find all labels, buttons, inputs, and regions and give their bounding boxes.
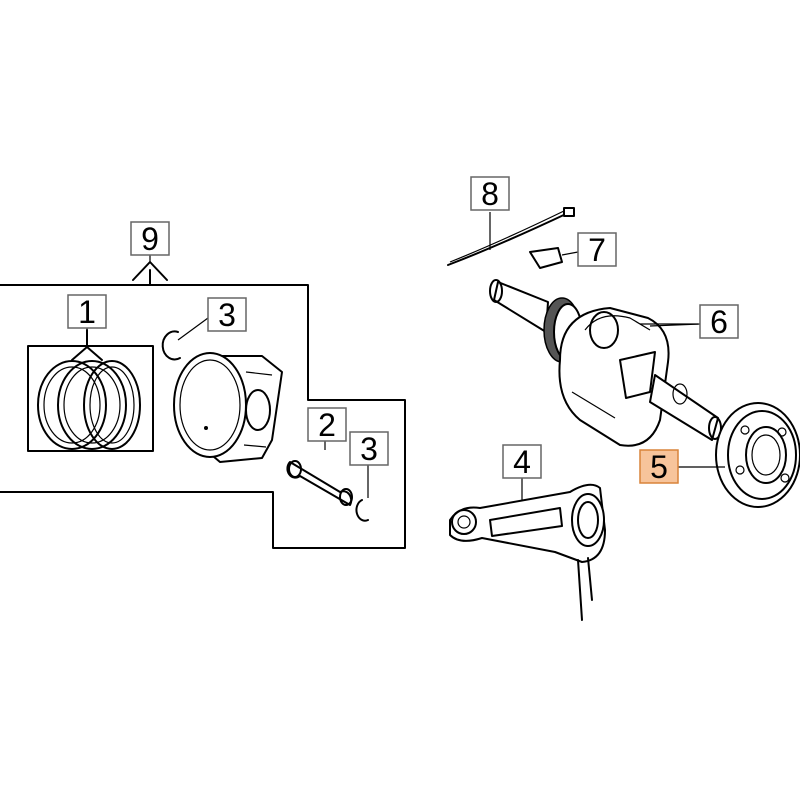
callout-6-label: 6 — [710, 304, 728, 340]
circlip-bottom — [355, 465, 369, 522]
callout-9-label: 9 — [141, 221, 159, 257]
callout-3-top-label: 3 — [218, 297, 236, 333]
connecting-rod — [449, 478, 606, 621]
callout-5-label: 5 — [650, 449, 668, 485]
piston — [173, 352, 283, 463]
callout-3-bottom-label: 3 — [360, 431, 378, 467]
callout-2-label: 2 — [318, 407, 336, 443]
callout-8: 8 — [470, 176, 510, 212]
piston-pin — [286, 440, 353, 506]
callout-8-label: 8 — [481, 176, 499, 212]
ring-box — [27, 345, 154, 452]
callout-3-top: 3 — [207, 297, 247, 333]
piston-rings — [27, 329, 154, 452]
callout-1-label: 1 — [78, 294, 96, 330]
callout-4-label: 4 — [513, 444, 531, 480]
group-outline — [0, 284, 406, 549]
callout-7: 7 — [577, 232, 617, 268]
callout-6: 6 — [699, 304, 739, 340]
callout-1: 1 — [67, 294, 107, 330]
crankshaft — [489, 279, 722, 447]
callout-3-bottom: 3 — [349, 431, 389, 467]
circlip-top — [161, 317, 209, 361]
ball-bearing — [678, 402, 800, 508]
callout-4: 4 — [502, 444, 542, 480]
woodruff-key — [529, 247, 579, 269]
callout-7-label: 7 — [588, 232, 606, 268]
cable-tie — [447, 207, 575, 266]
callout-2: 2 — [307, 407, 347, 443]
callout-9: 9 — [130, 221, 170, 257]
callout-5: 5 — [639, 449, 679, 485]
